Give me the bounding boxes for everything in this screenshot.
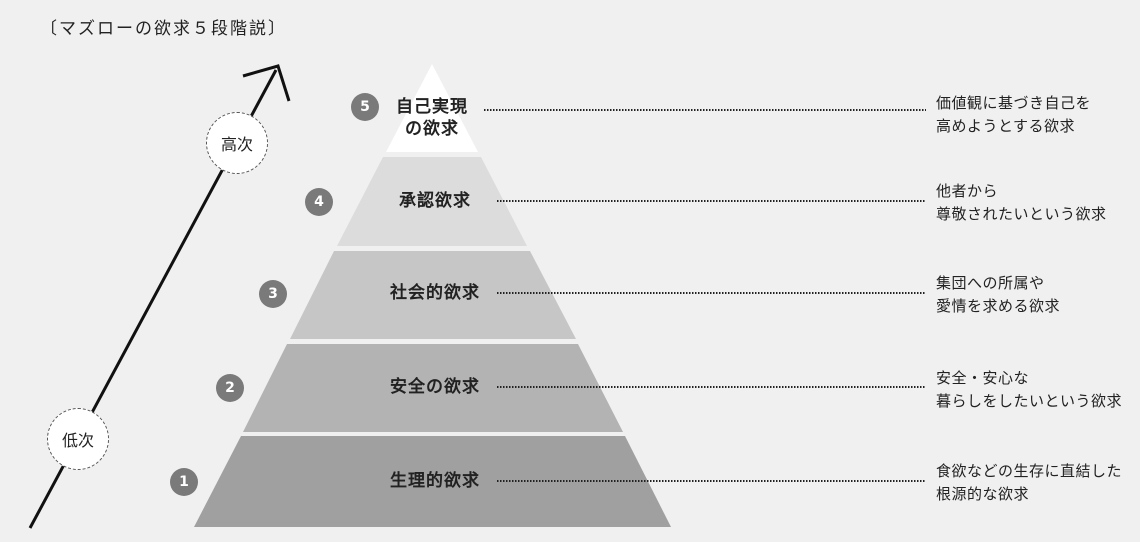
pyramid-layer-3 — [290, 251, 576, 339]
pyramid-layer-5 — [386, 64, 478, 152]
low-order-label: 低次 — [47, 408, 109, 470]
level-5-badge: 5 — [351, 93, 379, 121]
pyramid-layer-4 — [337, 157, 527, 246]
level-3-label: 社会的欲求 — [390, 283, 480, 303]
level-5-label: 自己実現 の欲求 — [396, 97, 468, 139]
level-2-description: 安全・安心な 暮らしをしたいという欲求 — [936, 369, 1123, 410]
level-3-badge: 3 — [259, 280, 287, 308]
level-5-description: 価値観に基づき自己を 高めようとする欲求 — [936, 94, 1092, 135]
level-3-description: 集団への所属や 愛情を求める欲求 — [936, 274, 1061, 315]
level-4-description: 他者から 尊敬されたいという欲求 — [936, 182, 1107, 223]
level-1-description: 食欲などの生存に直結した 根源的な欲求 — [936, 462, 1123, 503]
leader-lines — [484, 109, 926, 482]
level-2-badge: 2 — [216, 374, 244, 402]
level-1-badge: 1 — [170, 468, 198, 496]
diagram-title: 〔マズローの欲求５段階説〕 — [40, 19, 287, 39]
level-1-label: 生理的欲求 — [390, 471, 480, 491]
high-order-label: 高次 — [206, 112, 268, 174]
level-4-label: 承認欲求 — [399, 191, 471, 211]
pyramid-layer-1 — [194, 436, 671, 527]
level-4-badge: 4 — [305, 188, 333, 216]
pyramid-layer-2 — [243, 344, 623, 432]
level-2-label: 安全の欲求 — [390, 377, 480, 397]
